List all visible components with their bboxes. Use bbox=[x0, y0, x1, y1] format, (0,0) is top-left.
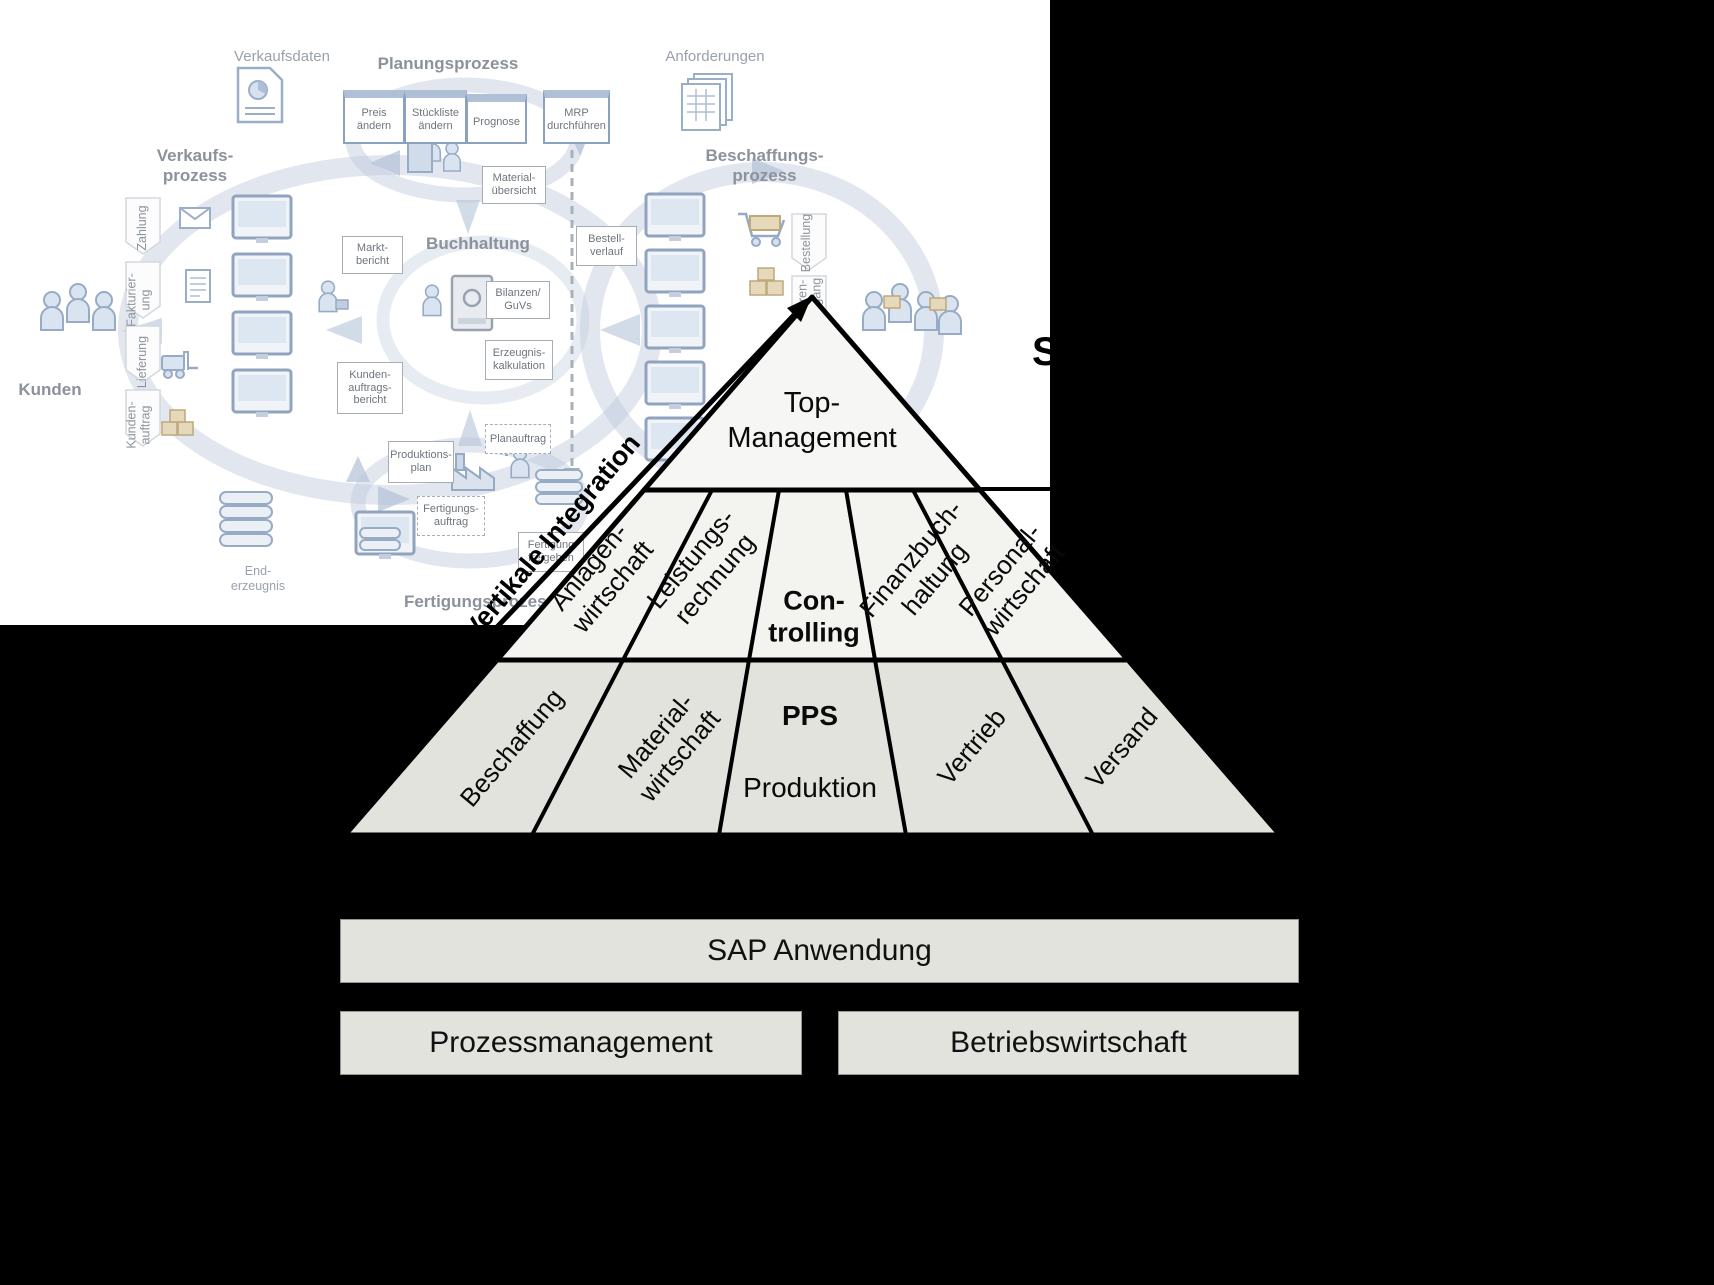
customers-group-icon bbox=[40, 283, 116, 331]
safe-icon bbox=[450, 274, 494, 332]
process-box-erzeugniskalkulation: Erzeugnis- kalkulation bbox=[485, 340, 553, 380]
pyramid-label-controlling: Con- trolling bbox=[768, 585, 860, 648]
prozessmanagement-box: Prozessmanagement bbox=[340, 1011, 802, 1075]
betriebswirtschaft-box: Betriebswirtschaft bbox=[838, 1011, 1299, 1075]
heading-anforderungen: Anforderungen bbox=[665, 48, 765, 65]
heading-beschaffungsprozess: Beschaffungs- prozess bbox=[705, 146, 824, 186]
cart-icon bbox=[738, 212, 786, 247]
material-stack-icon bbox=[359, 527, 401, 551]
order-boxes-icon bbox=[161, 409, 194, 436]
prozessmanagement-label: Prozessmanagement bbox=[429, 1026, 713, 1059]
heading-kunden: Kunden bbox=[18, 380, 82, 399]
process-box-marktbericht: Markt- bericht bbox=[342, 236, 403, 274]
pyramid-bottom-level bbox=[342, 657, 1283, 838]
process-box-prognose: Prognose bbox=[466, 94, 527, 144]
process-diagram-graphics bbox=[40, 66, 962, 569]
accounting-cycle-ring bbox=[376, 235, 590, 405]
process-box-kundenauftragsbericht: Kunden- auftrags- bericht bbox=[337, 362, 403, 414]
pyramid-label-produktion: Produktion bbox=[743, 772, 877, 804]
process-box-fertigungsauftrag: Fertigungs- auftrag bbox=[417, 496, 485, 536]
betriebswirtschaft-label: Betriebswirtschaft bbox=[950, 1026, 1187, 1059]
heading-planungsprozess: Planungsprozess bbox=[377, 54, 519, 73]
salesperson-icon bbox=[318, 280, 349, 313]
clerk-icon bbox=[422, 284, 442, 317]
pyramid-label-top-management: Top- Management bbox=[727, 387, 897, 454]
pyramid-label-pps: PPS bbox=[781, 700, 839, 732]
packages-icon bbox=[749, 267, 784, 296]
cropped-text-s: S bbox=[1032, 330, 1059, 374]
finished-goods-icon bbox=[219, 491, 273, 547]
documents-grid-icon bbox=[681, 73, 733, 131]
forklift-icon bbox=[161, 351, 198, 379]
process-box-bilanzen-guvs: Bilanzen/ GuVs bbox=[486, 281, 550, 319]
pyramid-dividers bbox=[530, 489, 1095, 836]
heading-verkaufsdaten: Verkaufsdaten bbox=[234, 48, 330, 65]
process-box-planauftrag: Planauftrag bbox=[485, 424, 551, 454]
factory-icon bbox=[451, 453, 495, 491]
process-box-stueckliste-aendern: Stückliste ändern bbox=[404, 90, 467, 144]
suppliers-group-icon bbox=[862, 283, 962, 335]
process-box-material-uebersicht: Material- übersicht bbox=[482, 166, 546, 204]
left-flow-chevrons bbox=[125, 197, 161, 447]
vertical-integration-arrow bbox=[456, 296, 812, 670]
sap-anwendung-label: SAP Anwendung bbox=[707, 934, 932, 967]
process-box-fertigung-freigeben: Fertigung freigeben bbox=[518, 532, 584, 572]
process-box-bestellverlauf: Bestell- verlauf bbox=[576, 226, 637, 266]
heading-verkaufsprozess: Verkaufs- prozess bbox=[156, 146, 234, 186]
envelope-icon bbox=[179, 207, 211, 229]
process-box-produktionsplan: Produktions- plan bbox=[388, 441, 454, 483]
process-diagram-panel: Verkaufsdaten Planungsprozess Anforderun… bbox=[0, 0, 1050, 625]
document-chart-icon bbox=[236, 66, 284, 124]
monitor-column-left bbox=[231, 194, 293, 417]
flow-label-enderzeugnis: End- erzeugnis bbox=[230, 564, 286, 593]
material-stack-icon bbox=[535, 469, 583, 505]
process-box-mrp-durchfuehren: MRP durchführen bbox=[543, 90, 610, 144]
process-box-preis-aendern: Preis ändern bbox=[343, 90, 405, 144]
invoice-document-icon bbox=[185, 269, 211, 303]
sap-anwendung-box: SAP Anwendung bbox=[340, 919, 1299, 983]
heading-buchhaltung: Buchhaltung bbox=[426, 234, 530, 253]
